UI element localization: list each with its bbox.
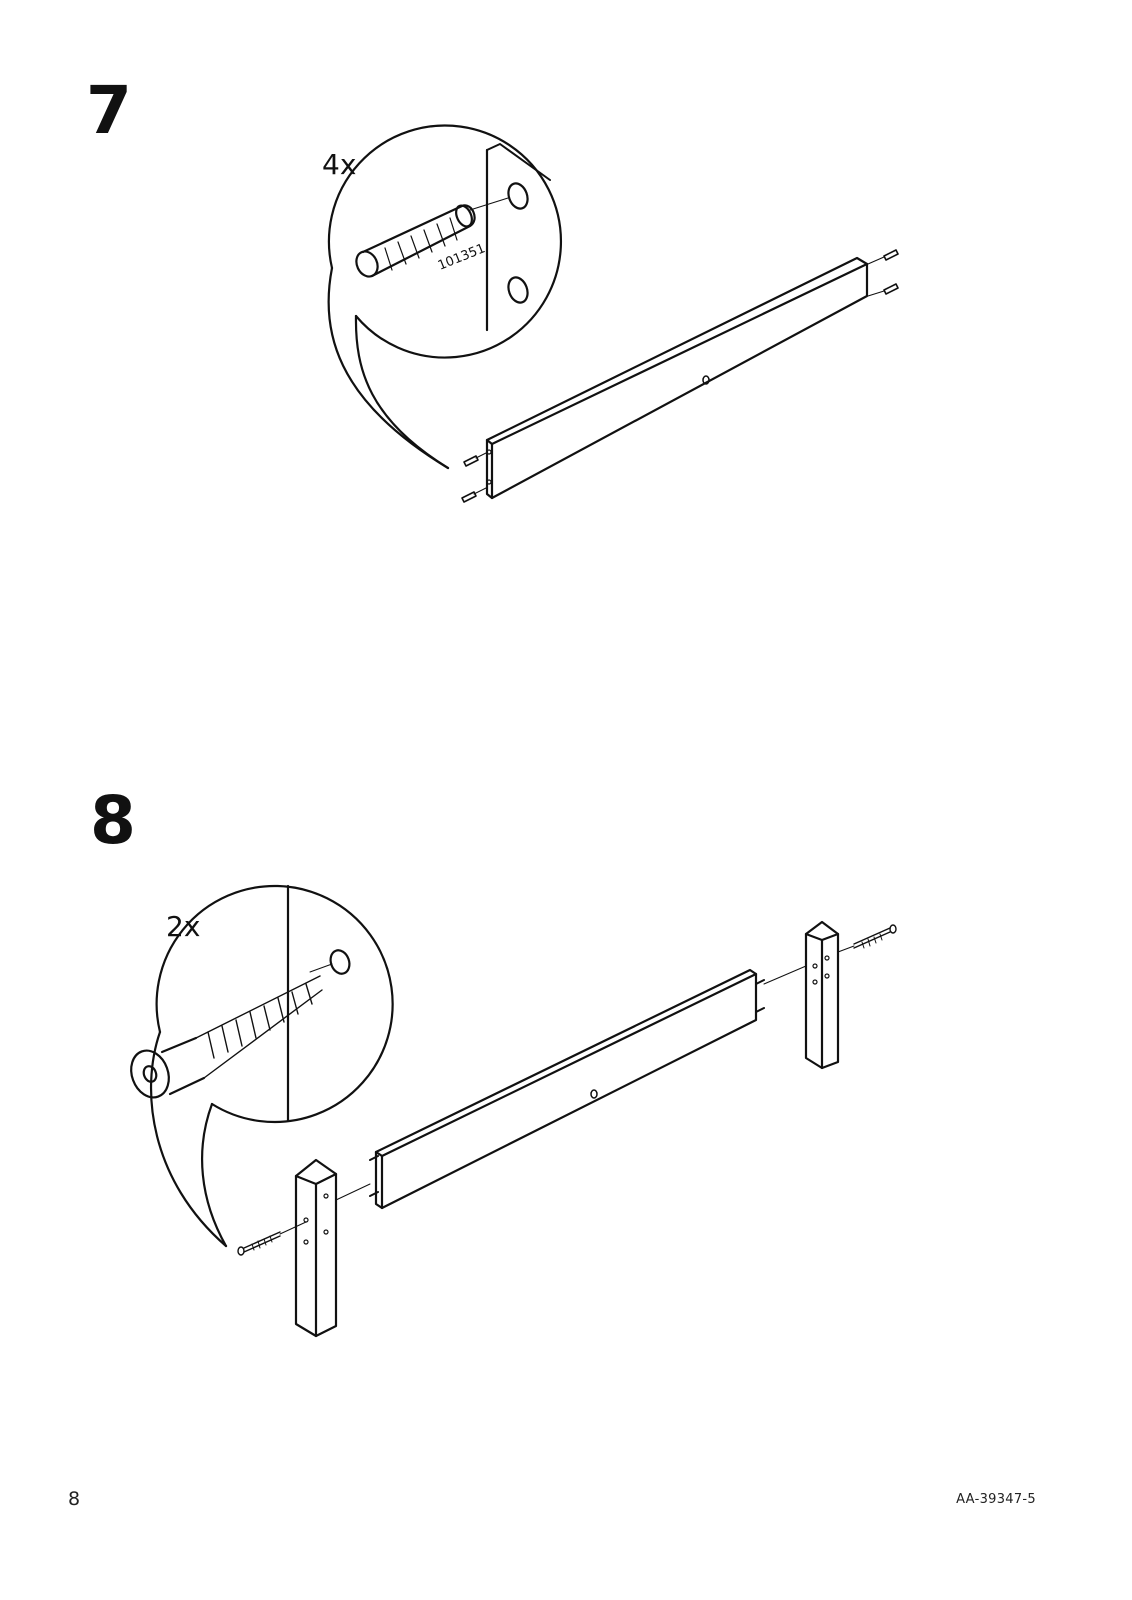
page-number: 8 [68, 1488, 80, 1510]
wooden-dowel-icon [352, 203, 475, 280]
connector-bolt-icon [125, 976, 322, 1103]
step-8-illustration [125, 886, 896, 1336]
step-7-rail [487, 258, 867, 498]
step-7-detail-callout [329, 126, 561, 468]
step-8-quantity-label: 2x [166, 910, 200, 943]
step-8-right-post [806, 922, 838, 1068]
step-7-illustration [329, 126, 898, 502]
step-8-rail [370, 970, 764, 1208]
document-code: AA-39347-5 [956, 1492, 1036, 1507]
step-8-left-post [296, 1160, 336, 1336]
step-7-part-number: 101351 [436, 241, 488, 274]
step-7-quantity-label: 4x [322, 148, 356, 181]
